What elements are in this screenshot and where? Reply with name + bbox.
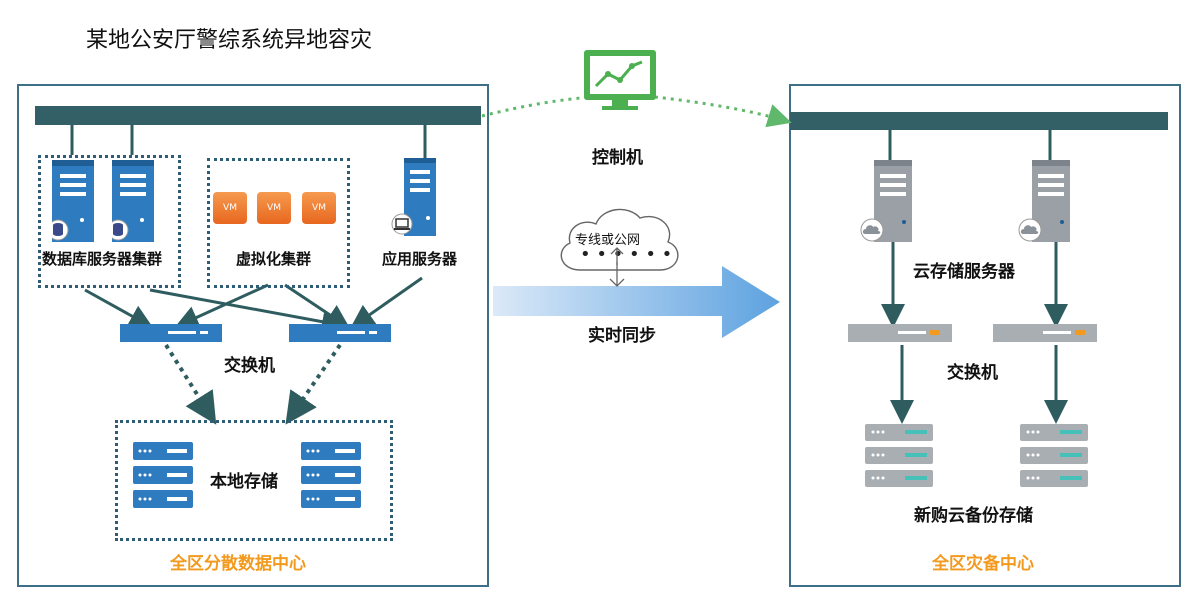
sync-label: 实时同步: [588, 326, 656, 346]
local-storage-label: 本地存储: [210, 472, 278, 492]
storage-icon: [865, 424, 933, 487]
storage-icon: [133, 442, 193, 508]
svg-text:• • •: • • •: [629, 244, 672, 265]
storage-icon: [1020, 424, 1088, 487]
app-server-label: 应用服务器: [382, 250, 458, 268]
switch-icon: [120, 324, 222, 342]
db-cluster-box: [38, 155, 181, 288]
backup-switch-label: 交换机: [947, 363, 998, 383]
backup-center-name: 全区灾备中心: [932, 554, 1034, 574]
local-center-name: 全区分散数据中心: [170, 554, 306, 574]
switch-icon: [289, 324, 391, 342]
local-storage-box: [115, 420, 393, 541]
backup-storage-label: 新购云备份存储: [914, 506, 1033, 526]
cloud-server-icon: [1018, 160, 1070, 242]
db-server-icon: [52, 160, 94, 242]
cloud-server-icon: [860, 160, 912, 242]
sync-arrow: [493, 266, 780, 338]
vm-icon: VM: [302, 192, 336, 224]
cloud-icon: • • • • • •: [560, 208, 679, 287]
storage-icon: [301, 442, 361, 508]
switch-icon: [848, 324, 952, 342]
virtualization-cluster-label: 虚拟化集群: [236, 250, 312, 268]
db-cluster-label: 数据库服务器集群: [42, 250, 163, 268]
cloud-server-label: 云存储服务器: [913, 262, 1015, 282]
svg-text:• • •: • • •: [580, 244, 623, 265]
local-network-bus: [35, 106, 481, 125]
monitor-chart-icon: [584, 50, 656, 110]
backup-network-bus: [790, 112, 1168, 130]
vm-icon: VM: [213, 192, 247, 224]
vm-icon: VM: [257, 192, 291, 224]
control-machine-label: 控制机: [592, 148, 643, 168]
page-title: 某地公安厅警综系统异地容灾: [86, 28, 373, 53]
local-switch-label: 交换机: [224, 356, 275, 376]
app-server-icon: [391, 158, 436, 236]
switch-icon: [993, 324, 1097, 342]
db-server-icon: [112, 160, 154, 242]
cloud-label: 专线或公网: [575, 233, 641, 248]
virtualization-cluster-box: [207, 158, 350, 288]
